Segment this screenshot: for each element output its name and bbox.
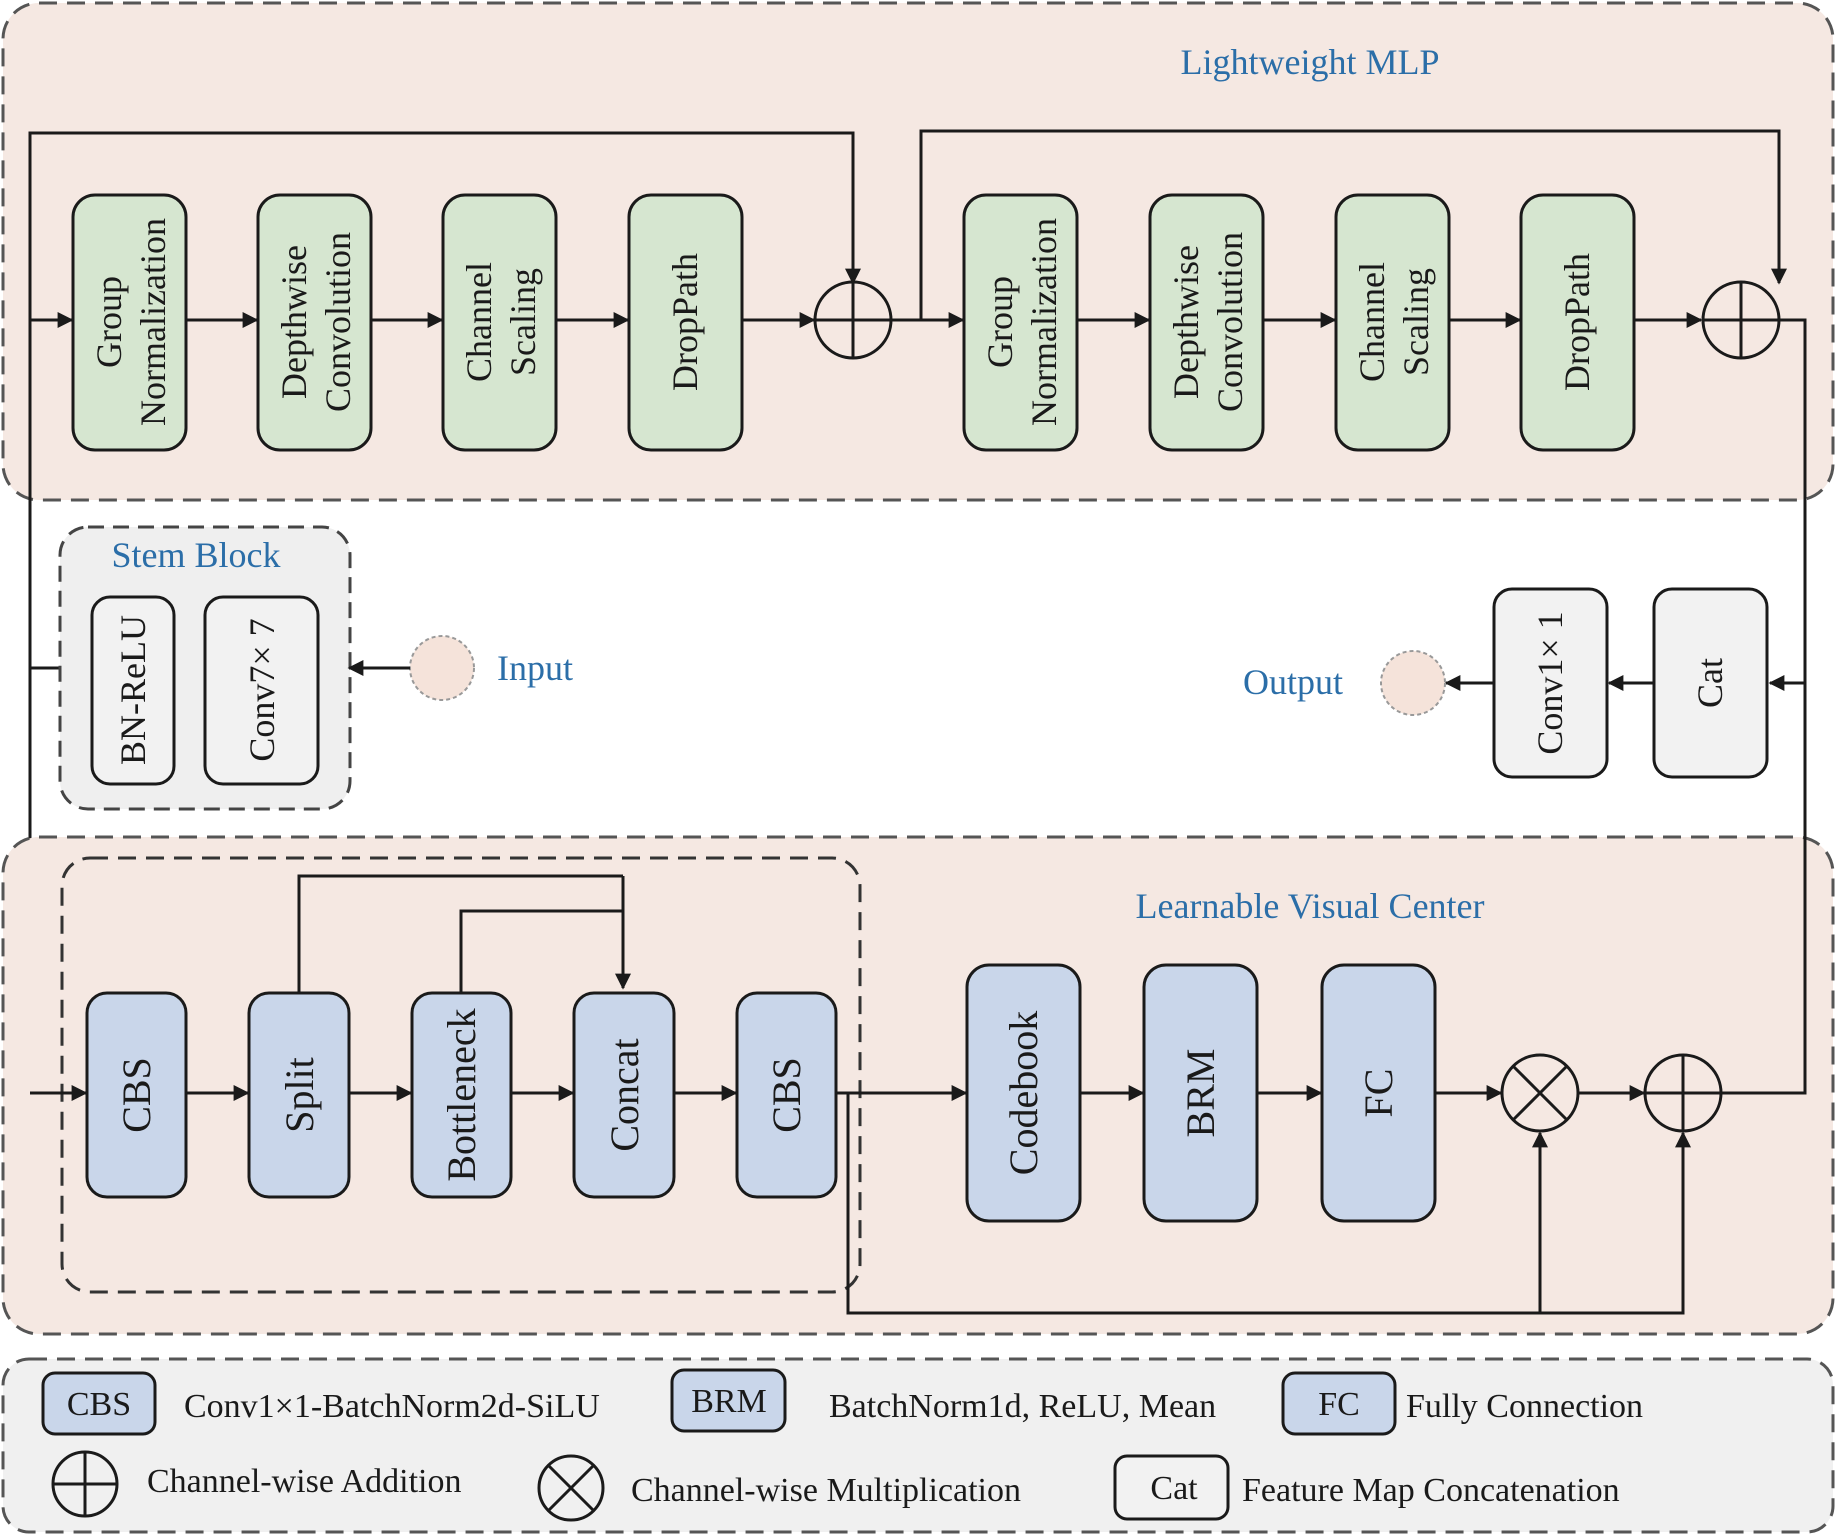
svg-text:Channel-wise Addition: Channel-wise Addition (147, 1463, 461, 1500)
svg-text:DropPath: DropPath (665, 253, 705, 391)
lvc-split: Split (247, 991, 351, 1199)
svg-text:Concat: Concat (602, 1038, 647, 1151)
output-node (1380, 650, 1446, 716)
lvc-fc: FC (1320, 963, 1437, 1223)
legend-fc: FC Fully Connection (1281, 1371, 1643, 1436)
svg-text:DropPath: DropPath (1557, 253, 1597, 391)
svg-text:BatchNorm1d, ReLU, Mean: BatchNorm1d, ReLU, Mean (829, 1388, 1216, 1425)
mlp-block2-droppath: DropPath (1519, 193, 1636, 452)
lvc-cbs-1: CBS (85, 991, 188, 1199)
lvc-codebook: Codebook (965, 963, 1082, 1223)
lvc-title: Learnable Visual Center (1135, 886, 1484, 926)
mlp-title: Lightweight MLP (1181, 42, 1440, 82)
svg-text:Conv1× 1: Conv1× 1 (1530, 611, 1570, 754)
output-conv1x1: Conv1× 1 (1492, 587, 1609, 779)
lvc-cbs-2: CBS (735, 991, 838, 1199)
svg-text:Bottleneck: Bottleneck (439, 1008, 484, 1181)
channel-add-node (813, 280, 893, 360)
mlp-to-cat-wire (1768, 318, 1807, 691)
lvc-brm: BRM (1142, 963, 1259, 1223)
channel-add-node (1701, 280, 1781, 360)
label-line2: Normalization (133, 218, 173, 426)
svg-text:Conv1×1-BatchNorm2d-SiLU: Conv1×1-BatchNorm2d-SiLU (184, 1388, 600, 1425)
output-label: Output (1243, 662, 1343, 702)
svg-text:Split: Split (277, 1057, 322, 1133)
mlp-block1-droppath: DropPath (627, 193, 744, 452)
svg-text:Channel-wise Multiplication: Channel-wise Multiplication (631, 1472, 1021, 1509)
svg-text:CBS: CBS (67, 1386, 131, 1423)
output-cat: Cat (1652, 587, 1769, 779)
split-to-concat-wire (297, 874, 623, 993)
channel-mul-node (1500, 1053, 1580, 1133)
label-line1: Group (89, 276, 129, 368)
bottleneck-to-concat-wire (459, 909, 631, 993)
input-label: Input (497, 648, 573, 688)
legend-mul: Channel-wise Multiplication (537, 1454, 1021, 1522)
svg-text:Cat: Cat (1690, 658, 1730, 708)
lvc-bottleneck: Bottleneck (410, 991, 513, 1199)
svg-text:Codebook: Codebook (1001, 1011, 1046, 1175)
mlp-skip-2 (919, 129, 1787, 320)
svg-text:Cat: Cat (1150, 1470, 1198, 1507)
legend-cat: Cat Feature Map Concatenation (1113, 1454, 1620, 1521)
svg-text:BN-ReLU: BN-ReLU (113, 615, 153, 765)
stem-conv7x7: Conv7× 7 (203, 595, 320, 786)
legend-add: Channel-wise Addition (51, 1450, 461, 1518)
svg-text:FC: FC (1318, 1386, 1360, 1423)
svg-text:BRM: BRM (691, 1383, 767, 1420)
stem-title: Stem Block (112, 535, 281, 575)
svg-text:Conv7× 7: Conv7× 7 (242, 618, 282, 761)
mlp-skip-1 (28, 131, 861, 320)
svg-text:BRM: BRM (1178, 1049, 1223, 1138)
svg-text:FC: FC (1356, 1069, 1401, 1118)
svg-text:Fully Connection: Fully Connection (1406, 1388, 1643, 1425)
channel-add-node (1643, 1053, 1723, 1133)
svg-text:Feature Map Concatenation: Feature Map Concatenation (1242, 1472, 1620, 1509)
csp-subblock (60, 856, 862, 1294)
input-node (409, 635, 475, 701)
legend-cbs: CBS Conv1×1-BatchNorm2d-SiLU (41, 1371, 600, 1436)
lvc-concat: Concat (572, 991, 676, 1199)
svg-text:CBS: CBS (764, 1057, 809, 1133)
svg-text:CBS: CBS (114, 1057, 159, 1133)
stem-bn-relu: BN-ReLU (90, 595, 176, 786)
lvc-to-cat-wire (1722, 683, 1807, 1095)
legend-brm: BRM BatchNorm1d, ReLU, Mean (670, 1368, 1216, 1433)
residual-wire (846, 1093, 1691, 1315)
